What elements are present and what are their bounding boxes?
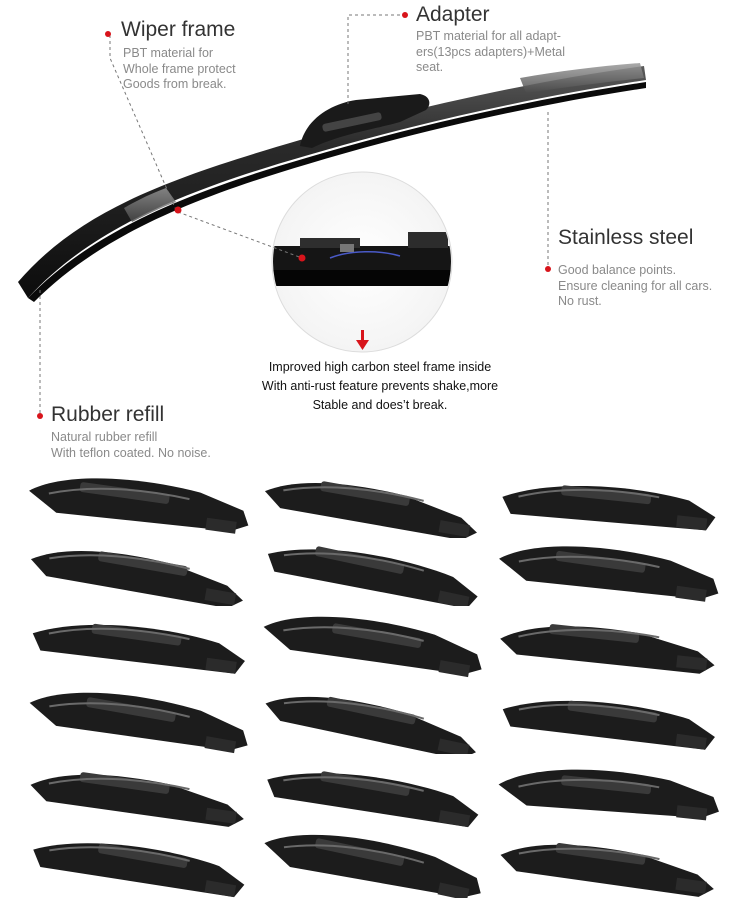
end-cap-right: [520, 63, 644, 93]
adapter-image: [29, 692, 248, 754]
adapter-image: [265, 696, 476, 754]
leader-inset: [177, 211, 303, 259]
steel-frame-note: Improved high carbon steel frame inside …: [261, 360, 499, 412]
adapter-image: [264, 834, 481, 898]
adapter-image: [30, 772, 244, 827]
adapter-image: [32, 623, 245, 674]
adapter-image: [500, 624, 715, 674]
adapter-image: [500, 843, 714, 897]
rubber-refill-desc: Natural rubber refill With teflon coated…: [51, 430, 211, 460]
wiper-frame-title: Wiper frame: [121, 18, 236, 41]
leader-adapter: [347, 14, 406, 104]
down-arrow-icon: [356, 330, 369, 350]
rubber-refill-title: Rubber refill: [51, 403, 165, 426]
leader-wiper-frame: [109, 35, 177, 211]
callout-dot: [402, 12, 408, 18]
adapter-image: [29, 478, 249, 534]
adapter-image: [499, 546, 719, 602]
adapter-image: [498, 769, 719, 821]
wiper-blade-image: [18, 14, 646, 416]
adapter-image: [502, 700, 715, 750]
wiper-blade-body: [18, 66, 646, 298]
adapter-image: [502, 485, 716, 531]
adapter-image: [267, 771, 479, 828]
callout-dot: [105, 31, 111, 37]
end-cap-left: [124, 188, 176, 222]
adapter-grid: [0, 460, 750, 900]
callout-dot: [37, 413, 43, 419]
adapter-image: [263, 616, 482, 678]
adapter-image: [267, 546, 478, 606]
adapter-desc: PBT material for all adapt- ers(13pcs ad…: [416, 29, 566, 74]
stainless-steel-title: Stainless steel: [558, 226, 694, 249]
stainless-steel-desc: Good balance points. Ensure cleaning for…: [558, 263, 713, 308]
adapter-image: [33, 843, 245, 898]
adapter-title: Adapter: [416, 3, 490, 26]
adapter-image: [264, 481, 477, 538]
wiper-frame-desc: PBT material for Whole frame protect Goo…: [123, 46, 236, 91]
callout-dot: [545, 266, 551, 272]
adapter-image: [30, 550, 243, 606]
